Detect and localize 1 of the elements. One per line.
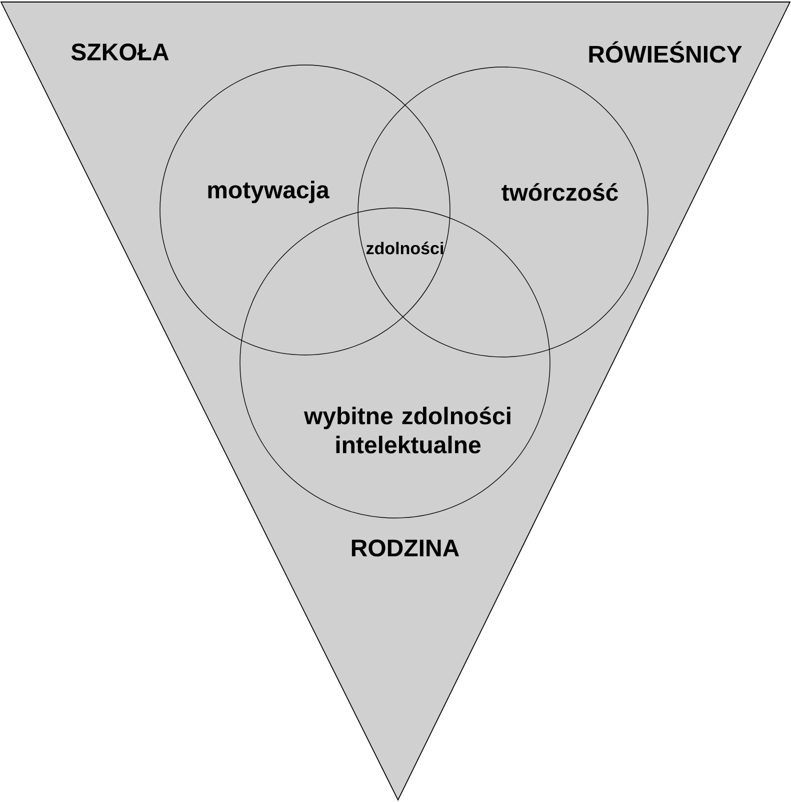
center-label: zdolności [366,242,443,254]
